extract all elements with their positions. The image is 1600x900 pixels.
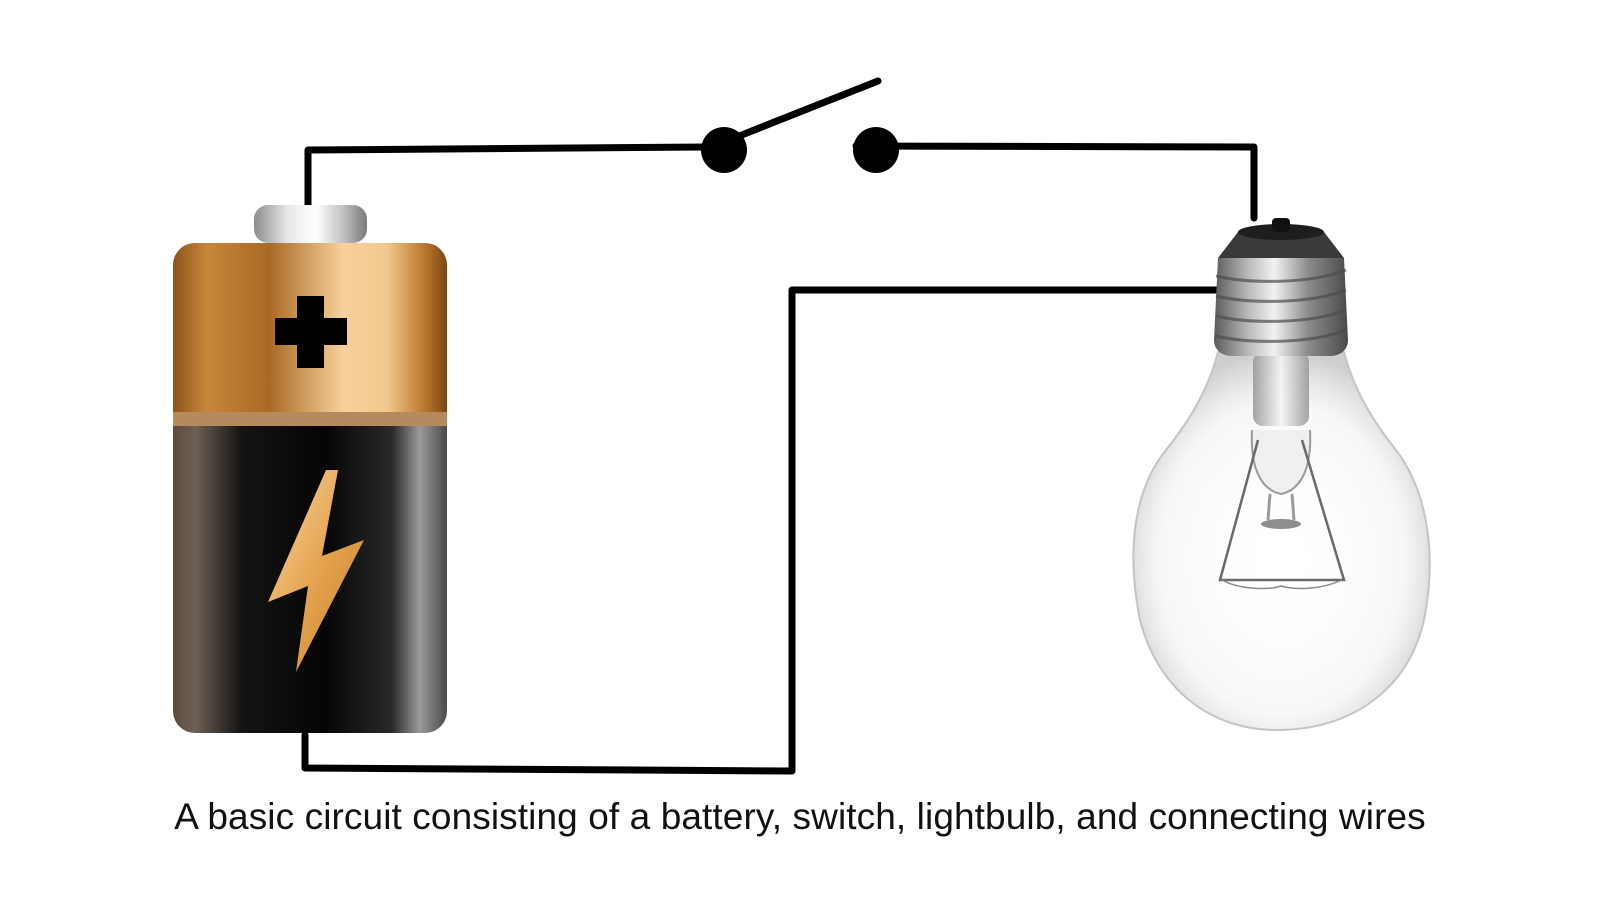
switch-icon	[701, 77, 899, 173]
battery-divider	[173, 412, 447, 426]
wire-icon	[301, 142, 1258, 775]
positive-terminal-icon	[275, 296, 347, 368]
bulb-glass	[1132, 351, 1431, 732]
battery-cap	[254, 205, 367, 243]
bulb-base	[1214, 258, 1348, 356]
wire-battery-to-switch	[304, 143, 710, 209]
bulb-filament	[1218, 439, 1346, 582]
switch-terminal-right	[853, 127, 899, 173]
lightbulb-icon	[1132, 218, 1431, 732]
bulb-stem	[1253, 352, 1309, 426]
diagram-caption: A basic circuit consisting of a battery,…	[174, 796, 1426, 837]
switch-terminal-left	[701, 127, 747, 173]
wire-switch-to-bulb	[852, 142, 1258, 222]
switch-lever	[720, 77, 882, 146]
battery-icon	[173, 205, 447, 733]
lightning-bolt-icon	[268, 470, 364, 672]
wire-bulb-to-battery	[301, 286, 1226, 775]
